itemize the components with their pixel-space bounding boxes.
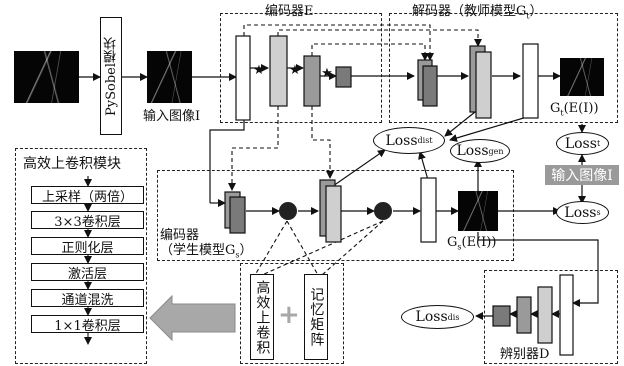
encoder-layer-4 — [335, 66, 352, 88]
student-encoder-label: 编码器 — [160, 228, 200, 243]
encoder-layer-2 — [269, 35, 288, 107]
upconv-module-box — [15, 148, 147, 364]
student-layer-3 — [420, 177, 437, 243]
discriminator-label: 辨别器D — [500, 347, 550, 362]
decoder-layer-3 — [522, 43, 539, 119]
star-icon: ★ — [321, 66, 333, 81]
encoder-layer-1 — [235, 35, 251, 121]
sobel-module: PySobel模块 — [100, 17, 122, 135]
student-layer-2 — [325, 185, 342, 243]
big-left-arrow — [149, 294, 236, 342]
legend-upconv: 高效上卷积 — [250, 274, 274, 360]
student-layer-1 — [229, 196, 246, 234]
upconv-step-norm: 正则化层 — [31, 237, 144, 256]
encoder-e-title: 编码器E — [265, 4, 314, 19]
upconv-step-activation: 激活层 — [31, 263, 144, 282]
star-icon: ★ — [253, 63, 265, 78]
decoder-teacher-title: 解码器（教师模型Gt） — [412, 4, 543, 21]
upconv-step-upsample: 上采样（两倍） — [31, 186, 144, 205]
upconv-step-shuffle: 通道混洗 — [31, 289, 144, 308]
student-model-label: （学生模型Gs） — [160, 243, 253, 260]
teacher-output-label: Gt(E(I)) — [550, 101, 599, 118]
upconv-step-conv1x1: 1×1卷积层 — [31, 315, 144, 334]
upconv-node — [374, 202, 392, 220]
student-model-box — [157, 170, 514, 261]
disc-layer-1 — [559, 274, 574, 356]
raw-image — [14, 51, 79, 103]
star-icon: ★ — [289, 63, 301, 78]
teacher-output-image — [560, 58, 604, 96]
legend-box — [240, 263, 344, 364]
legend-memory: 记忆矩阵 — [304, 274, 328, 360]
encoder-layer-3 — [303, 55, 321, 107]
encoder-e-box — [220, 13, 382, 123]
disc-layer-4 — [492, 305, 511, 327]
upconv-title: 高效上卷积模块 — [23, 156, 121, 172]
legend-plus: + — [278, 300, 300, 330]
disc-layer-3 — [516, 296, 532, 334]
input-image — [147, 51, 192, 103]
decoder-teacher-box — [389, 13, 618, 123]
discriminator-box — [484, 270, 618, 364]
upconv-step-conv3x3: 3×3卷积层 — [31, 211, 144, 230]
input-image-right: 输入图像I — [545, 165, 619, 185]
student-output-label: Gs(E(I)) — [447, 235, 497, 252]
disc-layer-2 — [537, 286, 553, 344]
decoder-layer-1 — [422, 65, 438, 107]
input-image-label: 输入图像I — [143, 109, 201, 124]
upconv-node — [279, 202, 297, 220]
decoder-layer-2 — [475, 51, 492, 119]
student-output-image — [458, 191, 498, 231]
